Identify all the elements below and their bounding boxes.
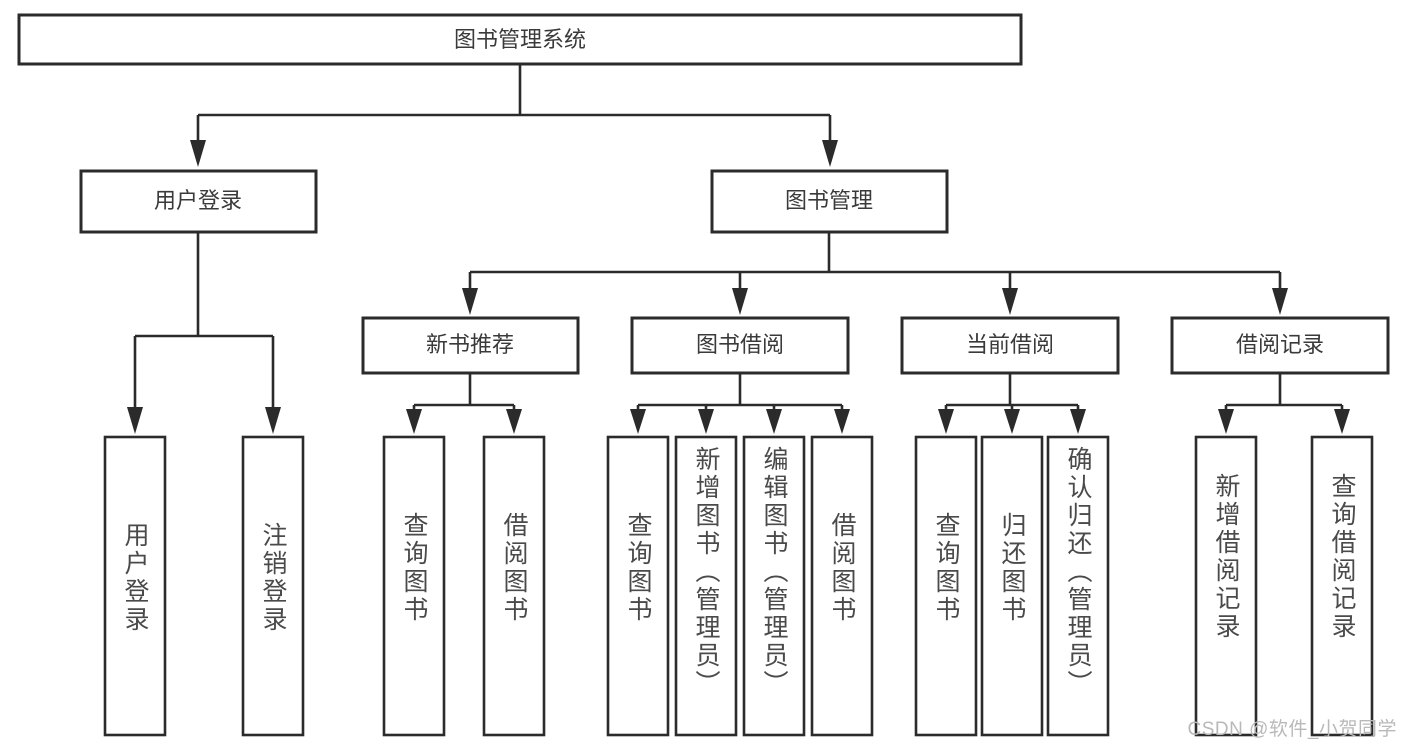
node-book-management[interactable]: 图书管理: [710, 169, 949, 234]
arrow-head-leaf-query-book-2: [630, 409, 646, 434]
arrow-head-leaf-return-book: [1004, 409, 1020, 434]
node-root-box: [17, 13, 1023, 66]
connector-group-book-borrow: [630, 373, 850, 434]
leaf-query-record-label: 查询借阅记录: [1328, 473, 1357, 641]
node-book-management-box: [710, 169, 949, 234]
connector-group-borrow-record: [1218, 373, 1350, 434]
node-book-borrow-label: 图书借阅: [696, 332, 784, 357]
leaf-borrow-book-2-box: [810, 435, 874, 737]
arrow-head-leaf-add-record: [1218, 409, 1234, 434]
leaf-edit-book-label: 编辑图书（管理员）: [760, 446, 789, 698]
leaf-node-query-book-1[interactable]: 查询图书: [382, 435, 446, 737]
connector-group-user-login: [127, 232, 281, 434]
leaf-return-book-box: [980, 435, 1044, 737]
arrow-head-leaf-edit-book: [766, 409, 782, 434]
leaf-user-login-box: [103, 435, 167, 737]
node-user-login-label: 用户登录: [154, 188, 242, 213]
leaf-user-login-label: 用户登录: [121, 522, 150, 634]
arrow-head-book-borrow: [732, 288, 748, 315]
node-root-label: 图书管理系统: [454, 27, 586, 52]
leaf-query-book-2-box: [606, 435, 670, 737]
connector-group-book-management: [462, 232, 1288, 315]
node-current-borrow-box: [900, 316, 1120, 375]
leaf-query-book-1-label: 查询图书: [400, 512, 429, 624]
node-current-borrow[interactable]: 当前借阅: [900, 316, 1120, 375]
node-new-book-recommend-label: 新书推荐: [426, 332, 514, 357]
arrow-head-leaf-query-book-3: [938, 409, 954, 434]
arrow-head-leaf-borrow-book-2: [834, 409, 850, 434]
leaf-borrow-book-2-label: 借阅图书: [828, 512, 857, 624]
leaf-node-add-book[interactable]: 新增图书（管理员）: [674, 435, 738, 737]
leaf-add-book-label: 新增图书（管理员）: [692, 446, 721, 698]
leaf-node-user-login[interactable]: 用户登录: [103, 435, 167, 737]
leaf-user-logout-label: 注销登录: [259, 522, 288, 634]
leaf-query-book-3-box: [914, 435, 978, 737]
node-user-login[interactable]: 用户登录: [79, 169, 318, 234]
leaf-query-record-box: [1310, 435, 1374, 737]
leaf-add-book-box: [674, 435, 738, 737]
leaf-node-edit-book[interactable]: 编辑图书（管理员）: [742, 435, 806, 737]
leaf-query-book-3-label: 查询图书: [932, 512, 961, 624]
node-borrow-record-label: 借阅记录: [1236, 332, 1324, 357]
leaf-node-query-record[interactable]: 查询借阅记录: [1310, 435, 1374, 737]
leaf-node-add-record[interactable]: 新增借阅记录: [1194, 435, 1258, 737]
leaf-node-query-book-3[interactable]: 查询图书: [914, 435, 978, 737]
connector-group-root: [190, 64, 838, 167]
arrow-head-user-login: [190, 140, 206, 167]
leaf-confirm-return-box: [1046, 435, 1110, 737]
connector-group-new-book-recommend: [406, 373, 522, 434]
leaf-return-book-label: 归还图书: [998, 512, 1027, 624]
node-book-borrow-box: [630, 316, 850, 375]
leaf-query-book-1-box: [382, 435, 446, 737]
node-root[interactable]: 图书管理系统: [17, 13, 1023, 66]
leaf-node-confirm-return[interactable]: 确认归还（管理员）: [1046, 435, 1110, 737]
arrow-head-leaf-add-book: [698, 409, 714, 434]
leaf-add-record-label: 新增借阅记录: [1212, 473, 1241, 641]
leaf-borrow-book-1-box: [482, 435, 546, 737]
leaf-query-book-2-label: 查询图书: [624, 512, 653, 624]
arrow-head-leaf-user-logout: [265, 407, 281, 434]
node-current-borrow-label: 当前借阅: [966, 332, 1054, 357]
leaf-borrow-book-1-label: 借阅图书: [500, 512, 529, 624]
leaf-node-return-book[interactable]: 归还图书: [980, 435, 1044, 737]
arrow-head-book-management: [822, 140, 838, 167]
connector-group-current-borrow: [938, 373, 1086, 434]
node-book-management-label: 图书管理: [785, 188, 873, 213]
arrow-head-leaf-query-record: [1334, 409, 1350, 434]
node-book-borrow[interactable]: 图书借阅: [630, 316, 850, 375]
arrow-head-leaf-query-book-1: [406, 409, 422, 434]
leaf-node-borrow-book-1[interactable]: 借阅图书: [482, 435, 546, 737]
node-new-book-recommend[interactable]: 新书推荐: [361, 316, 580, 375]
leaf-add-record-box: [1194, 435, 1258, 737]
arrow-head-leaf-confirm-return: [1070, 409, 1086, 434]
leaf-confirm-return-label: 确认归还（管理员）: [1064, 446, 1093, 698]
leaf-node-query-book-2[interactable]: 查询图书: [606, 435, 670, 737]
arrow-head-new-book-recommend: [462, 288, 478, 315]
leaf-user-logout-box: [241, 435, 305, 737]
arrow-head-borrow-record: [1272, 288, 1288, 315]
arrow-head-current-borrow: [1002, 288, 1018, 315]
leaf-node-user-logout[interactable]: 注销登录: [241, 435, 305, 737]
leaf-edit-book-box: [742, 435, 806, 737]
node-new-book-recommend-box: [361, 316, 580, 375]
node-borrow-record-box: [1170, 316, 1390, 375]
arrow-head-leaf-user-login: [127, 407, 143, 434]
arrow-head-leaf-borrow-book-1: [506, 409, 522, 434]
leaf-node-borrow-book-2[interactable]: 借阅图书: [810, 435, 874, 737]
node-borrow-record[interactable]: 借阅记录: [1170, 316, 1390, 375]
